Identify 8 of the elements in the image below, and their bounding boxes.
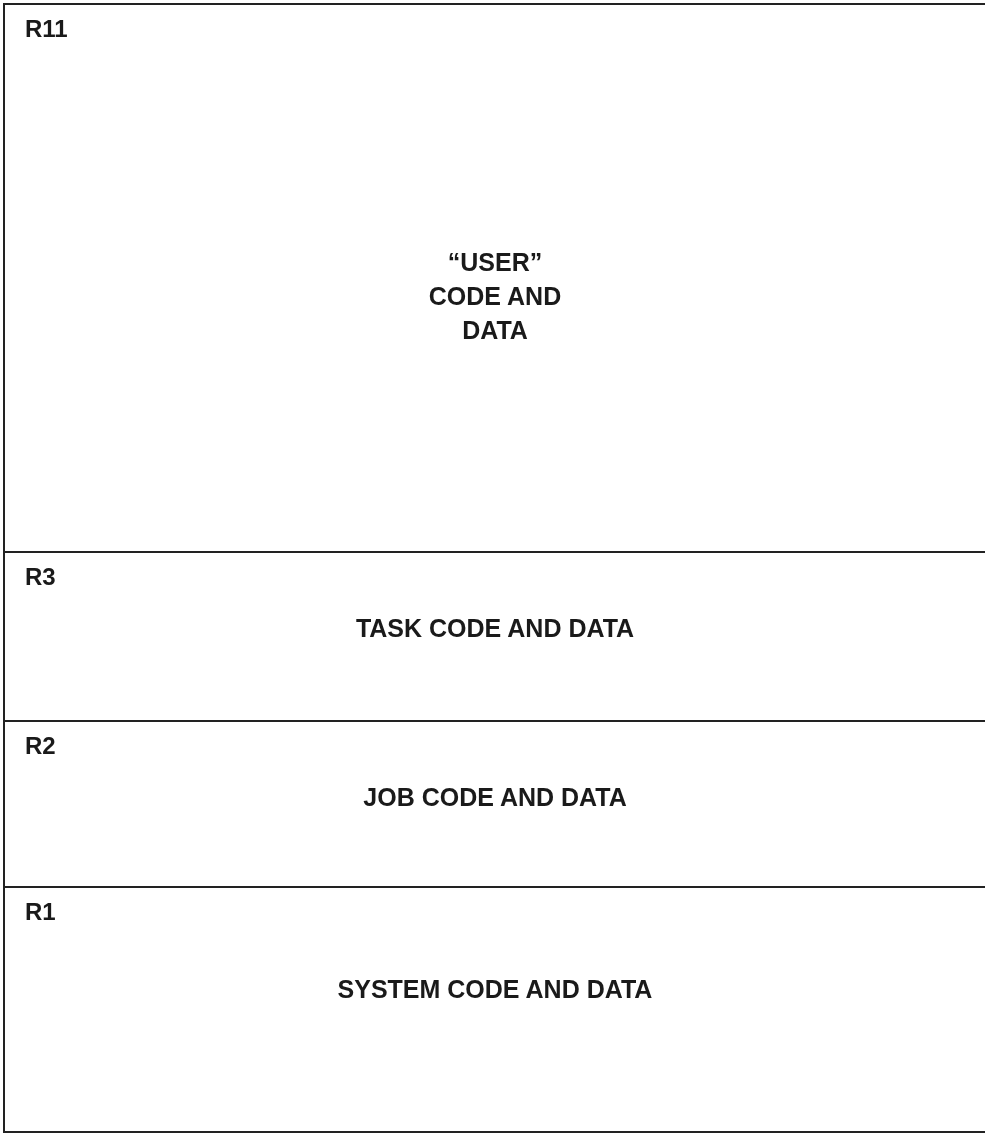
region-label: R3: [25, 563, 56, 591]
region-label: R1: [25, 898, 56, 926]
region-description: “USER” CODE AND DATA: [427, 247, 563, 346]
region-label: R2: [25, 732, 56, 760]
region-description: TASK CODE AND DATA: [355, 613, 635, 644]
region-label: R11: [25, 15, 68, 43]
region-description: SYSTEM CODE AND DATA: [337, 974, 653, 1005]
region-description: JOB CODE AND DATA: [363, 782, 627, 813]
